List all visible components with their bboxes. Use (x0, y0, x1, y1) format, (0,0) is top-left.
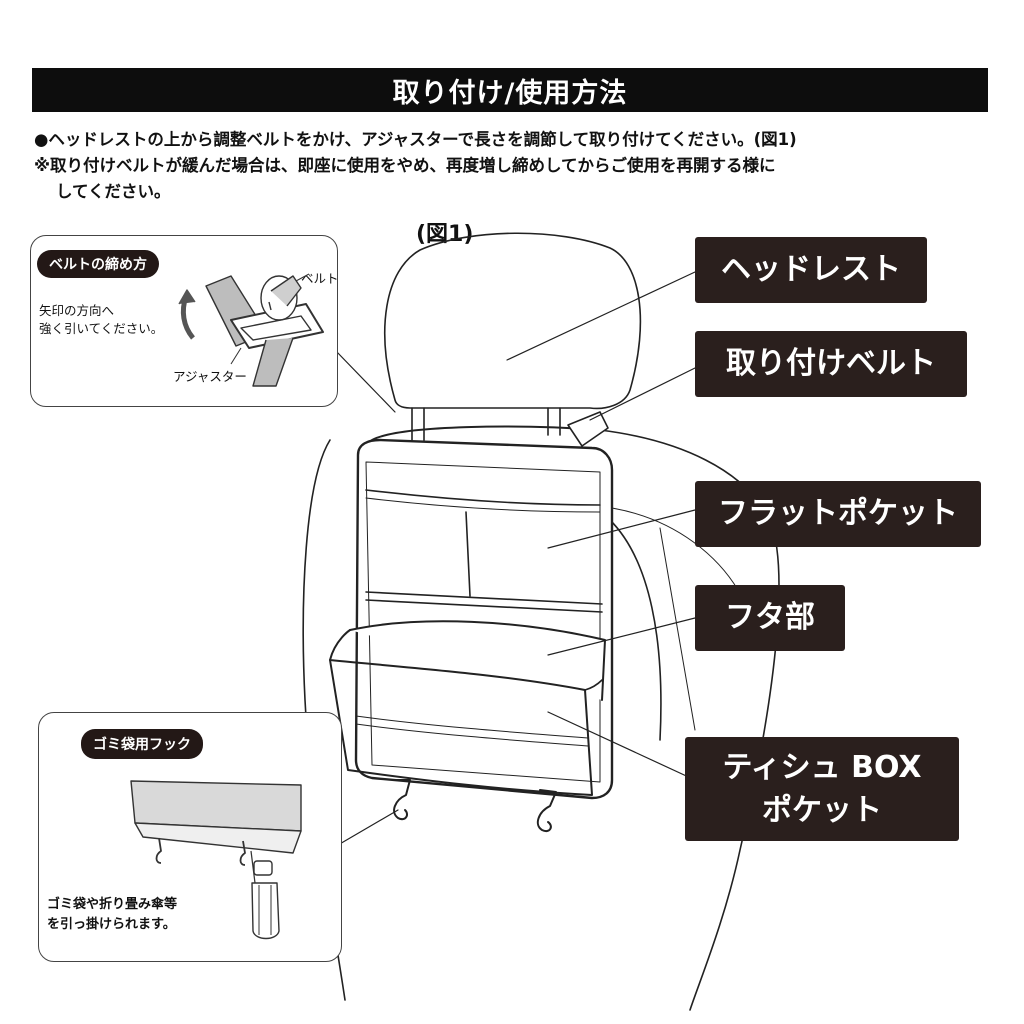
hook-callout-note-1: ゴミ袋や折り畳み傘等 (47, 897, 178, 912)
belt-drawing (371, 425, 601, 441)
label-tissue-box-pocket: ティシュ BOX ポケット (685, 737, 959, 841)
belt-callout-pill: ベルトの締め方 (37, 250, 159, 278)
instruction-line-3: してください。 (56, 182, 171, 201)
hook-left-drawing (393, 779, 411, 821)
figure-label: (図1) (416, 222, 474, 247)
hook-callout-connector (337, 809, 399, 846)
leader-headrest (506, 271, 696, 361)
hook-callout-note-2: を引っ掛けられます。 (47, 917, 176, 932)
label-tissue-line2: ポケット (762, 793, 882, 828)
flat-pocket-drawing (365, 489, 601, 506)
section-title: 取り付け/使用方法 (392, 77, 628, 109)
belt-label: ベルト (301, 271, 339, 286)
hook-usage-drawing (130, 780, 302, 940)
leader-belt (589, 367, 696, 421)
leader-flat-pocket (547, 509, 696, 549)
belt-callout-note-1: 矢印の方向へ (39, 303, 115, 318)
label-flat-pocket: フラットポケット (695, 481, 981, 547)
trash-hook-callout: ゴミ袋用フック ゴミ袋や折り畳み傘等 を引っ掛けられます。 (38, 712, 342, 962)
belt-tightening-callout: ベルトの締め方 矢印の方向へ 強く引いてください。 ベルト アジャスター (30, 235, 339, 407)
label-tissue-line1: ティシュ BOX (722, 749, 922, 785)
adjuster-label: アジャスター (173, 369, 247, 384)
label-lid: フタ部 (695, 585, 845, 651)
headrest-outline (384, 232, 642, 410)
belt-callout-connector (334, 349, 396, 413)
organizer-body (354, 438, 614, 800)
belt-adjuster-drawing (178, 273, 324, 387)
label-headrest: ヘッドレスト (695, 237, 927, 303)
section-title-bar: 取り付け/使用方法 (32, 68, 988, 112)
tissue-pocket-drawing (329, 659, 593, 796)
hook-right-drawing (536, 789, 557, 832)
instruction-line-1: ●ヘッドレストの上から調整ベルトをかけ、アジャスターで長さを調節して取り付けてく… (34, 130, 797, 149)
leader-lid (547, 617, 696, 656)
label-belt: 取り付けベルト (695, 331, 967, 397)
hook-callout-pill: ゴミ袋用フック (81, 729, 203, 759)
leader-tissue (547, 711, 696, 781)
belt-callout-note-2: 強く引いてください。 (39, 321, 164, 336)
lid-drawing (349, 620, 606, 701)
instruction-line-2: ※取り付けベルトが緩んだ場合は、即座に使用をやめ、再度増し締めしてからご使用を再… (34, 156, 776, 175)
